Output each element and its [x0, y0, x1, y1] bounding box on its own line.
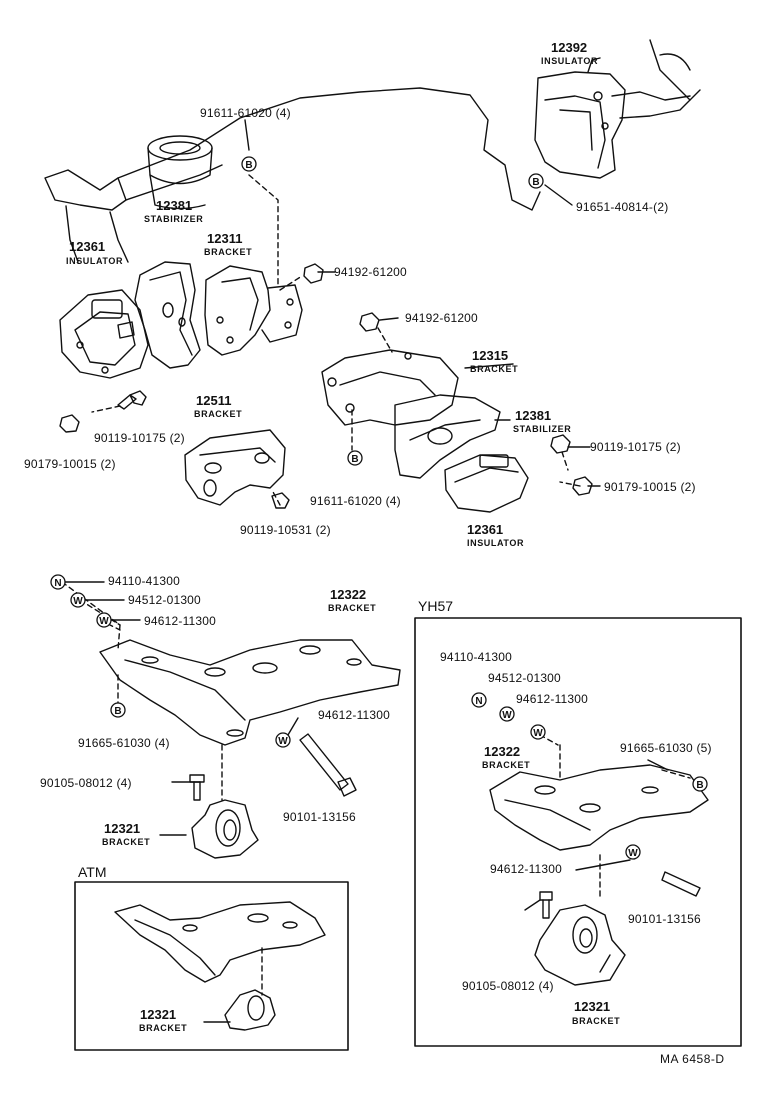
part-12381-right-number: 12381 [515, 408, 552, 423]
part-90101-13156-left: 90101-13156 [283, 810, 356, 824]
part-94612-11300-left-2: 94612-11300 [318, 708, 391, 722]
fasteners-top [59, 263, 593, 509]
right-mount-assembly-drawing [321, 349, 529, 513]
section-label-yh57: YH57 [418, 598, 454, 614]
part-12381-left-name: STABIRIZER [144, 214, 204, 224]
svg-text:W: W [628, 848, 638, 859]
part-12361-right-number: 12361 [467, 522, 504, 537]
part-91611-61020-mid: 91611-61020 (4) [310, 494, 401, 508]
marker-w-5: W [530, 724, 546, 740]
part-94612-11300-right-1: 94612-11300 [516, 692, 589, 706]
svg-text:W: W [533, 728, 543, 739]
atm-bracket-drawing [114, 901, 326, 1031]
svg-text:N: N [475, 696, 482, 707]
part-91665-61030-left: 91665-61030 (4) [78, 736, 170, 750]
marker-w-4: W [499, 706, 515, 722]
part-12321-right-name: BRACKET [572, 1016, 621, 1026]
part-94612-11300-right-2: 94612-11300 [490, 862, 563, 876]
part-90105-08012-left: 90105-08012 (4) [40, 776, 132, 790]
svg-text:B: B [696, 780, 703, 791]
part-91665-61030-right: 91665-61030 (5) [620, 741, 712, 755]
part-12392-number: 12392 [551, 40, 588, 55]
insulator-12392-drawing [534, 39, 701, 179]
part-94612-11300-left-1: 94612-11300 [144, 614, 217, 628]
fasteners-lower-left [189, 733, 357, 801]
part-12322-right-number: 12322 [484, 744, 521, 759]
part-12511-number: 12511 [196, 393, 232, 408]
bracket-12511-drawing [184, 429, 286, 506]
part-12322-right-name: BRACKET [482, 760, 531, 770]
diagram-reference-code: MA 6458-D [660, 1052, 725, 1066]
section-label-atm: ATM [78, 864, 107, 880]
part-12361-right-name: INSULATOR [467, 538, 525, 548]
part-94512-01300-left: 94512-01300 [128, 593, 201, 607]
part-94192-61200-a: 94192-61200 [334, 265, 407, 279]
part-90179-10015-left: 90179-10015 (2) [24, 457, 116, 471]
part-94110-41300-left: 94110-41300 [108, 574, 181, 588]
atm-section-box [74, 881, 349, 1051]
svg-text:B: B [245, 160, 252, 171]
part-12392-name: INSULATOR [541, 56, 599, 66]
marker-n-2: N [471, 692, 487, 708]
part-90119-10175-right: 90119-10175 (2) [590, 440, 681, 454]
part-90119-10175-left: 90119-10175 (2) [94, 431, 185, 445]
marker-b-3: B [347, 450, 363, 466]
part-90119-10531: 90119-10531 (2) [240, 523, 331, 537]
part-12315-number: 12315 [472, 348, 509, 363]
svg-text:B: B [351, 454, 358, 465]
svg-text:W: W [502, 710, 512, 721]
part-94512-01300-right: 94512-01300 [488, 671, 561, 685]
svg-text:W: W [73, 596, 83, 607]
part-90105-08012-right: 90105-08012 (4) [462, 979, 554, 993]
leader-lines-top [244, 119, 601, 487]
part-12361-left-number: 12361 [69, 239, 106, 254]
part-90179-10015-right: 90179-10015 (2) [604, 480, 696, 494]
part-12315-name: BRACKET [470, 364, 519, 374]
bracket-12321-left-drawing [191, 799, 259, 859]
marker-w-6: W [625, 844, 641, 860]
part-90101-13156-right: 90101-13156 [628, 912, 701, 926]
insulator-12361-drawing [59, 289, 149, 379]
guide-lines-top [91, 174, 581, 506]
part-12321-atm-number: 12321 [140, 1007, 177, 1022]
part-12321-left-name: BRACKET [102, 837, 151, 847]
svg-text:B: B [532, 177, 539, 188]
part-91651-40814: 91651-40814-(2) [576, 200, 669, 214]
svg-text:N: N [54, 578, 61, 589]
part-94192-61200-b: 94192-61200 [405, 311, 478, 325]
marker-b-5: B [692, 776, 708, 792]
part-12321-left-number: 12321 [104, 821, 141, 836]
engine-outline [44, 87, 541, 263]
marker-n-1: N [50, 574, 66, 590]
part-12381-left-number: 12381 [156, 198, 193, 213]
svg-text:W: W [99, 616, 109, 627]
marker-b-4: B [110, 702, 126, 718]
marker-b-1: B [241, 156, 257, 172]
part-12322-left-number: 12322 [330, 587, 367, 602]
part-12361-left-name: INSULATOR [66, 256, 124, 266]
part-12321-atm-name: BRACKET [139, 1023, 188, 1033]
yh57-bracket-drawing [489, 764, 709, 986]
part-12511-name: BRACKET [194, 409, 243, 419]
part-12311-number: 12311 [207, 231, 243, 246]
yh57-section-box [414, 617, 742, 1047]
part-94110-41300-right: 94110-41300 [440, 650, 513, 664]
part-12321-right-number: 12321 [574, 999, 611, 1014]
bracket-12311-drawing [204, 265, 303, 356]
part-12311-name: BRACKET [204, 247, 253, 257]
part-12381-right-name: STABILIZER [513, 424, 572, 434]
svg-text:W: W [278, 736, 288, 747]
marker-b-2: B [528, 173, 544, 189]
marker-w-2: W [96, 612, 112, 628]
part-91611-61020-top: 91611-61020 (4) [200, 106, 291, 120]
leader-lines-lower [64, 581, 669, 1023]
bracket-12322-left-drawing [99, 639, 401, 746]
marker-w-3: W [275, 732, 291, 748]
svg-text:B: B [114, 706, 121, 717]
part-12322-left-name: BRACKET [328, 603, 377, 613]
marker-w-1: W [70, 592, 86, 608]
